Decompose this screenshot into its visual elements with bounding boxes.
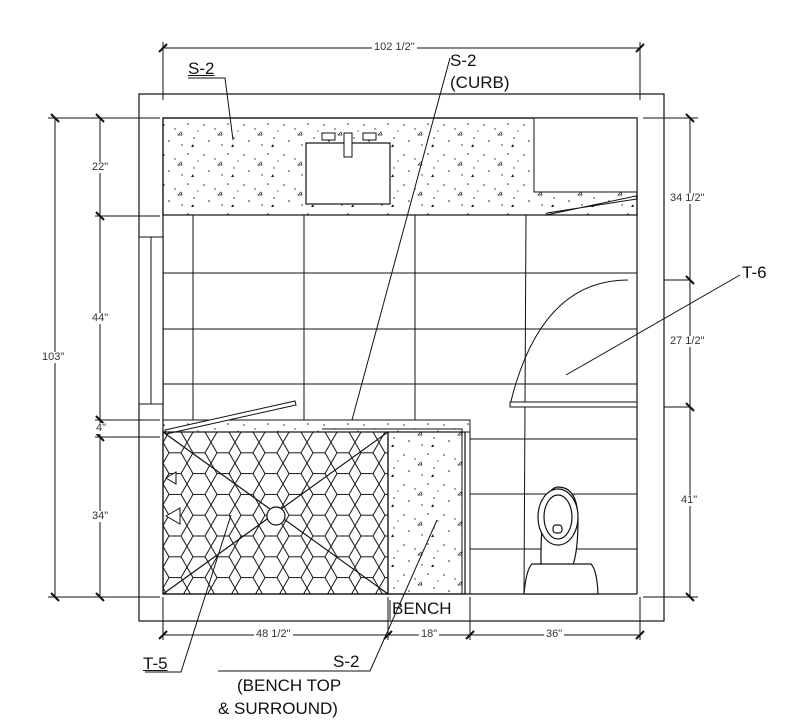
callout-s2-vanity: S-2 bbox=[188, 59, 215, 78]
dim-left-4: 4" bbox=[94, 422, 109, 434]
toilet bbox=[523, 486, 599, 595]
shower-drain bbox=[266, 506, 286, 526]
dim-left-22: 22" bbox=[90, 161, 111, 173]
shower-bench bbox=[387, 431, 466, 595]
dim-bottom-48-half: 48 1/2" bbox=[254, 628, 293, 640]
callout-s2-curb-note: (CURB) bbox=[450, 73, 510, 92]
dim-top-overall: 102 1/2" bbox=[372, 41, 417, 53]
dim-bottom-18: 18" bbox=[419, 628, 440, 640]
callout-leaders bbox=[145, 57, 741, 673]
floor-tile-grid bbox=[163, 214, 637, 595]
label-bench: BENCH bbox=[392, 599, 452, 618]
callout-s2-curb-code: S-2 bbox=[450, 51, 477, 70]
dimension-ticks bbox=[50, 43, 695, 640]
callout-s2-bench-note-2: & SURROUND) bbox=[218, 699, 338, 718]
callout-t5: T-5 bbox=[143, 654, 168, 673]
dim-left-44: 44" bbox=[90, 312, 111, 324]
dim-right-27-half: 27 1/2" bbox=[668, 335, 707, 347]
dim-right-34-half: 34 1/2" bbox=[668, 192, 707, 204]
callout-s2-bench-code: S-2 bbox=[333, 652, 360, 671]
dim-right-41: 41" bbox=[679, 494, 700, 506]
callout-t6: T-6 bbox=[742, 263, 767, 282]
dim-bottom-36: 36" bbox=[544, 628, 565, 640]
dim-left-overall: 103" bbox=[40, 351, 67, 363]
door bbox=[509, 279, 690, 408]
callout-s2-bench-note-1: (BENCH TOP bbox=[237, 676, 342, 695]
dim-left-34: 34" bbox=[90, 510, 111, 522]
